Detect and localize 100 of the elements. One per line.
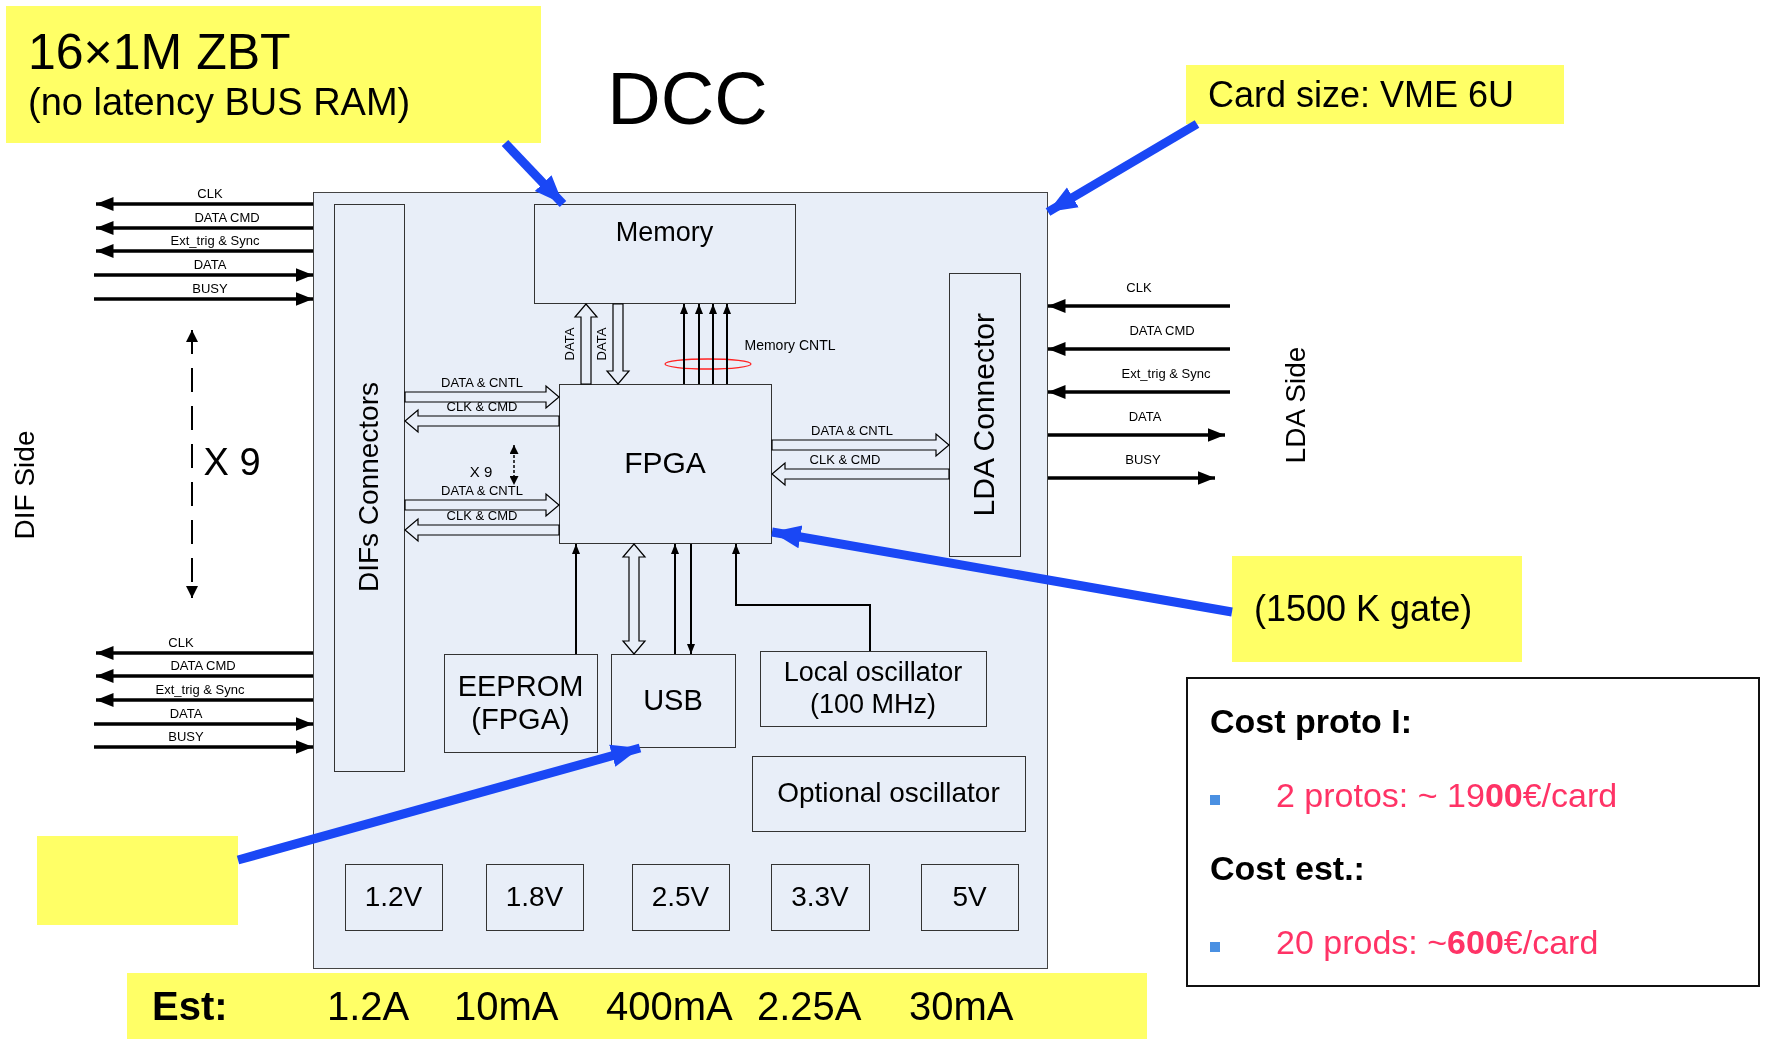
arrow [96,693,313,707]
note-text: 16×1M ZBT [28,23,291,82]
voltage-regulator-block [344,863,443,931]
edge-label: CLK [1126,281,1152,294]
arrow [680,303,688,385]
callout-note [6,6,541,143]
block-label: 1.2V [364,880,423,914]
arrow [1048,342,1230,356]
arrow [94,292,313,306]
block-label: 5V [952,880,987,914]
edge-label: DATA CMD [194,211,260,224]
arrow [404,517,560,543]
bus-label: Memory CNTL [744,338,836,352]
arrow [404,492,560,518]
block-label: 1.8V [505,880,564,914]
arrow [501,139,567,208]
edge-label: Ext_trig & Sync [155,683,245,696]
arrow [404,408,560,434]
current-value: 400mA [606,983,733,1029]
arrow [771,525,1233,617]
arrow [404,384,560,410]
arrow [573,303,599,385]
cost-heading: Cost est.: [1210,849,1365,889]
fpga-block [558,383,772,544]
callout-note [37,836,238,925]
arrow [605,303,631,385]
eeprom-block [443,653,598,753]
arrow [94,717,313,731]
arrow [621,543,647,655]
block-label: LDA Connector [967,312,1002,517]
side-label: LDA Side [1282,346,1310,464]
circuit-board [313,192,1048,969]
edge-label: DATA [594,327,608,361]
voltage-regulator-block [631,863,730,931]
note-text: Card size: VME 6U [1208,73,1515,116]
callout-note [1232,556,1522,662]
edge-label: Ext_trig & Sync [1121,367,1211,380]
voltage-regulator-block [485,863,584,931]
arrow [723,303,731,385]
voltage-regulator-block [770,863,870,931]
edge-label: BUSY [1125,453,1161,466]
block-label: Local oscillator (100 MHz) [782,657,964,720]
arrow [96,646,313,660]
arrow [695,303,703,385]
note-text: (1500 K gate) [1254,588,1473,630]
edge-label: DATA [169,707,203,720]
edge-label: DATA [1128,410,1162,423]
edge-label: DATA & CNTL [441,484,523,497]
arrow [709,303,717,385]
current-value: 1.2A [327,983,410,1029]
connector-block [333,203,405,772]
edge-label: DATA CMD [170,659,236,672]
arrow [687,543,695,655]
edge-label: DATA [193,258,227,271]
edge-label: Ext_trig & Sync [170,234,260,247]
block-label: Optional oscillator [777,777,1000,810]
arrow [96,669,313,683]
arrow [771,432,950,458]
current-value: 2.25A [757,983,862,1029]
edge-label: DATA [562,327,576,361]
cost-item: 20 prods: ~600€/card [1276,922,1599,962]
edge-label: DATA & CNTL [441,376,523,389]
memory-block [533,203,796,304]
block-label: Memory [615,216,714,248]
cost-heading: Cost proto I: [1210,702,1413,742]
arrow [572,543,580,655]
block-label: 2.5V [651,880,710,914]
arrow [94,268,313,282]
edge-label: DATA & CNTL [811,424,893,437]
arrow [732,543,871,652]
block-label: 3.3V [791,880,849,914]
oscillator-block [759,650,987,727]
edge-label: CLK & CMD [809,453,881,466]
arrow [96,244,313,258]
edge-label: BUSY [192,282,228,295]
edge-label: CLK & CMD [446,400,518,413]
estimate-heading: Est: [152,983,228,1029]
arrow [671,543,679,655]
oscillator-block [751,755,1026,832]
diagram-title: DCC [606,62,769,136]
multiplier-label: X 9 [469,463,493,479]
arrow [1048,385,1230,399]
edge-label: CLK [168,636,194,649]
edge-label: DATA CMD [1129,324,1195,337]
current-value: 10mA [454,983,559,1029]
note-text: (no latency BUS RAM) [28,81,411,126]
estimate-band [127,973,1147,1039]
edge-label: CLK [197,187,223,200]
callout-note [1186,65,1564,124]
edge-label: BUSY [168,730,204,743]
arrow [771,461,950,487]
cost-item: 2 protos: ~ 1900€/card [1276,775,1618,815]
block-label: DIFs Connectors [352,382,385,593]
multiplier-label: X 9 [203,443,261,481]
arrow [96,197,313,211]
cost-panel [1186,677,1760,987]
side-label: DIF Side [11,430,39,540]
block-label: EEPROM (FPGA) [456,669,585,737]
voltage-regulator-block [920,863,1019,931]
arrow [96,221,313,235]
